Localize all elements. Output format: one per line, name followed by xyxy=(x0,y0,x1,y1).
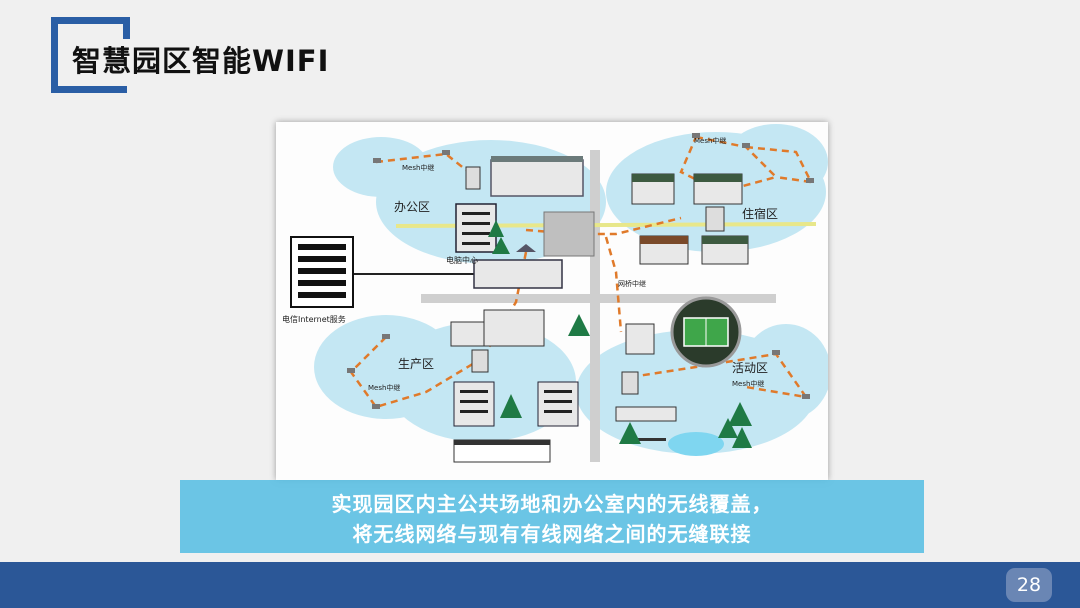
production-ap-tower xyxy=(471,349,489,373)
ap-icon xyxy=(802,394,810,399)
label-mesh-relay-office: Mesh中继 xyxy=(402,163,434,172)
footer-bar xyxy=(0,562,1080,608)
caption-band: 实现园区内主公共场地和办公室内的无线覆盖， 将无线网络与现有有线网络之间的无缝联… xyxy=(180,480,924,553)
ap-icon xyxy=(772,350,780,355)
activity-area xyxy=(615,296,742,456)
roads xyxy=(421,150,776,462)
activity-clubhouse xyxy=(625,323,655,355)
tree-8 xyxy=(732,427,752,448)
tree-7 xyxy=(619,422,641,444)
tree-3 xyxy=(568,314,590,336)
mesh-ap-icons xyxy=(347,133,814,409)
production-tower-2 xyxy=(537,381,579,427)
title-frame-mark xyxy=(51,17,130,93)
diagram-canvas: 办公区 住宿区 生产区 活动区 电脑中心 电信Internet服务 网桥中继 M… xyxy=(282,124,828,463)
residence-ap-tower xyxy=(705,206,725,232)
label-production-zone: 生产区 xyxy=(398,357,434,371)
ap-icon xyxy=(372,404,380,409)
caption-line-2: 将无线网络与现有有线网络之间的无缝联接 xyxy=(352,522,752,546)
office-building-top xyxy=(490,159,584,197)
link-residence-mesh-2 xyxy=(745,145,814,184)
computer-center-server xyxy=(543,211,595,257)
ap-icon xyxy=(442,150,450,155)
office-ap-tower xyxy=(465,166,481,190)
caption-line-1: 实现园区内主公共场地和办公室内的无线覆盖， xyxy=(331,492,773,516)
label-bridge-relay: 网桥中继 xyxy=(618,279,646,288)
label-activity-zone: 活动区 xyxy=(732,361,768,375)
production-buildings xyxy=(450,309,579,463)
slide-title: 智慧园区智能WIFI xyxy=(72,44,330,78)
computer-center-building xyxy=(473,259,563,289)
ap-icon xyxy=(373,158,381,163)
tree-6 xyxy=(718,418,738,438)
pond xyxy=(668,432,724,456)
link-bridge-relay xyxy=(604,236,623,333)
label-telecom-service: 电信Internet服务 xyxy=(282,314,346,324)
label-mesh-relay-production: Mesh中继 xyxy=(368,383,400,392)
tree-2 xyxy=(492,237,510,254)
trees xyxy=(488,220,752,448)
label-computer-center: 电脑中心 xyxy=(446,255,478,265)
page-number: 28 xyxy=(1006,568,1052,602)
office-buildings xyxy=(455,156,595,289)
activity-ap-tower xyxy=(621,371,639,395)
residence-buildings xyxy=(631,173,749,265)
bench xyxy=(638,438,666,441)
label-mesh-relay-residence: Mesh中继 xyxy=(694,136,726,145)
ap-icon xyxy=(692,133,700,138)
production-tower-1 xyxy=(453,381,495,427)
ap-icon xyxy=(742,143,750,148)
label-residence-zone: 住宿区 xyxy=(742,206,778,221)
telecom-building xyxy=(290,236,354,308)
tree-4 xyxy=(500,394,522,418)
activity-shelter xyxy=(615,406,677,422)
label-office-zone: 办公区 xyxy=(394,199,430,214)
ap-icon xyxy=(347,368,355,373)
road-vertical xyxy=(590,150,600,462)
campus-wifi-diagram: 办公区 住宿区 生产区 活动区 电脑中心 电信Internet服务 网桥中继 M… xyxy=(276,122,828,480)
tree-1 xyxy=(488,220,504,237)
production-hall-2 xyxy=(483,309,545,347)
tree-5 xyxy=(728,402,752,426)
road-horizontal xyxy=(421,294,776,303)
ap-icon xyxy=(382,334,390,339)
label-mesh-relay-activity: Mesh中继 xyxy=(732,379,764,388)
link-residence-mesh xyxy=(679,135,779,194)
ap-icon xyxy=(806,178,814,183)
